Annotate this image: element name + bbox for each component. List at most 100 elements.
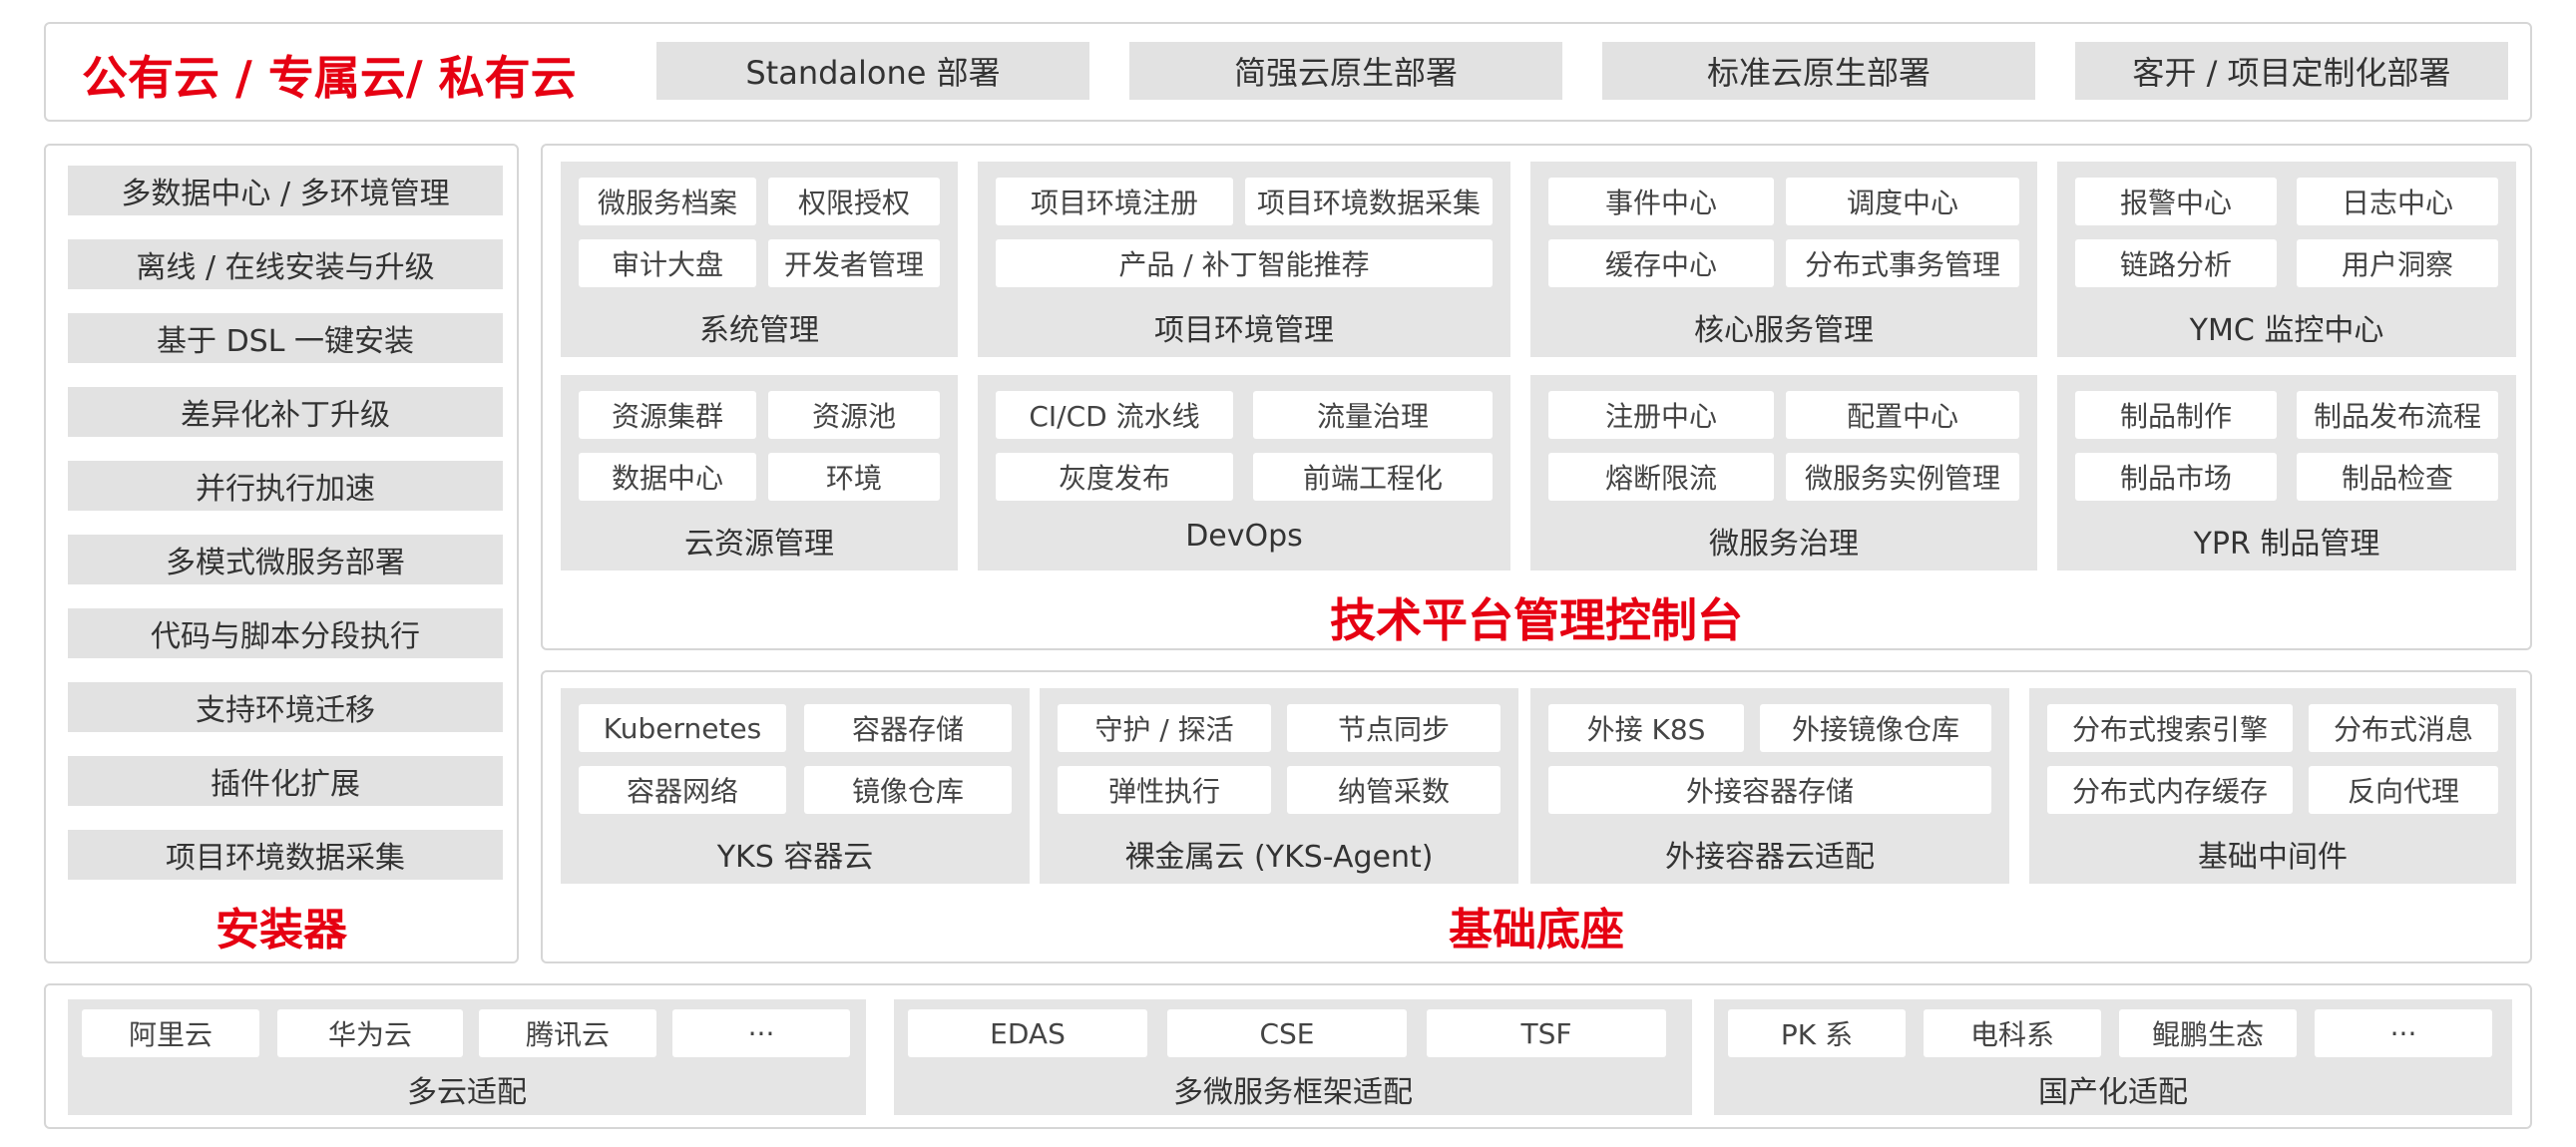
group-label: 云资源管理 [684,527,834,562]
chip: 项目环境注册 [996,178,1233,225]
group-cloud-resource-management: 资源集群 资源池 数据中心 环境 云资源管理 [561,375,958,571]
chip: 产品 / 补丁智能推荐 [996,239,1493,287]
group-label: 微服务治理 [1709,527,1859,562]
deploy-simple-cloud-native: 简强云原生部署 [1129,42,1562,100]
group-label: 多云适配 [407,1075,527,1110]
chip: CI/CD 流水线 [996,391,1233,439]
chip: 分布式事务管理 [1786,239,2019,287]
chip: 审计大盘 [579,239,756,287]
installer-item: 离线 / 在线安装与升级 [68,239,503,289]
chip: 微服务档案 [579,178,756,225]
chip: 外接镜像仓库 [1760,704,1991,752]
chip: 环境 [768,453,940,501]
base-title: 基础底座 [1449,905,1624,956]
group-label: 裸金属云 (YKS-Agent) [1124,840,1434,875]
deploy-standalone: Standalone 部署 [656,42,1089,100]
group-core-service-management: 事件中心 调度中心 缓存中心 分布式事务管理 核心服务管理 [1530,162,2037,357]
installer-item: 差异化补丁升级 [68,387,503,437]
group-microservice-governance: 注册中心 配置中心 熔断限流 微服务实例管理 微服务治理 [1530,375,2037,571]
console-title: 技术平台管理控制台 [1330,593,1743,647]
group-label: 多微服务框架适配 [1173,1075,1413,1110]
chip: 反向代理 [2309,766,2498,814]
chip: Kubernetes [579,704,786,752]
group-label: YPR 制品管理 [2193,527,2380,562]
chip: 分布式搜索引擎 [2047,704,2293,752]
group-ypr-artifact-management: 制品制作 制品发布流程 制品市场 制品检查 YPR 制品管理 [2057,375,2516,571]
group-microservice-framework-adapt: EDAS CSE TSF 多微服务框架适配 [894,999,1692,1115]
chip: ··· [2315,1009,2492,1057]
chip: 事件中心 [1548,178,1774,225]
installer-item: 多数据中心 / 多环境管理 [68,166,503,215]
deploy-custom: 客开 / 项目定制化部署 [2075,42,2508,100]
installer-item: 项目环境数据采集 [68,830,503,880]
installer-item: 多模式微服务部署 [68,535,503,584]
chip: PK 系 [1728,1009,1906,1057]
chip: 腾讯云 [479,1009,656,1057]
chip: 容器存储 [804,704,1012,752]
chip: 链路分析 [2075,239,2277,287]
installer-panel: 多数据中心 / 多环境管理 离线 / 在线安装与升级 基于 DSL 一键安装 差… [44,144,519,963]
installer-title: 安装器 [215,905,347,956]
group-yks-container-cloud: Kubernetes 容器存储 容器网络 镜像仓库 YKS 容器云 [561,688,1030,884]
chip: 开发者管理 [768,239,940,287]
header-panel: 公有云 / 专属云/ 私有云 Standalone 部署 简强云原生部署 标准云… [44,22,2532,122]
chip: 节点同步 [1287,704,1501,752]
chip: 分布式消息 [2309,704,2498,752]
base-panel: Kubernetes 容器存储 容器网络 镜像仓库 YKS 容器云 守护 / 探… [541,670,2532,963]
chip: 制品制作 [2075,391,2277,439]
group-label: 项目环境管理 [1154,313,1334,348]
chip: 调度中心 [1786,178,2019,225]
chip: 弹性执行 [1058,766,1271,814]
group-label: DevOps [1185,519,1303,554]
chip: 容器网络 [579,766,786,814]
installer-item: 插件化扩展 [68,756,503,806]
chip: 日志中心 [2297,178,2498,225]
console-panel: 微服务档案 权限授权 审计大盘 开发者管理 系统管理 项目环境注册 项目环境数据… [541,144,2532,650]
chip: 配置中心 [1786,391,2019,439]
chip: 前端工程化 [1253,453,1493,501]
chip: 守护 / 探活 [1058,704,1271,752]
group-label: 国产化适配 [2038,1075,2188,1110]
chip: 制品检查 [2297,453,2498,501]
chip: 外接 K8S [1548,704,1744,752]
group-system-management: 微服务档案 权限授权 审计大盘 开发者管理 系统管理 [561,162,958,357]
group-multi-cloud-adapt: 阿里云 华为云 腾讯云 ··· 多云适配 [68,999,866,1115]
installer-item: 代码与脚本分段执行 [68,608,503,658]
chip: 数据中心 [579,453,756,501]
adapt-panel: 阿里云 华为云 腾讯云 ··· 多云适配 EDAS CSE TSF 多微服务框架… [44,983,2532,1129]
installer-item: 支持环境迁移 [68,682,503,732]
group-label: 系统管理 [699,313,819,348]
chip: 镜像仓库 [804,766,1012,814]
chip: 项目环境数据采集 [1245,178,1493,225]
chip: 缓存中心 [1548,239,1774,287]
header-title: 公有云 / 专属云/ 私有云 [82,51,577,105]
chip: 外接容器存储 [1548,766,1991,814]
chip: CSE [1167,1009,1407,1057]
chip: 鲲鹏生态 [2119,1009,2297,1057]
group-base-middleware: 分布式搜索引擎 分布式消息 分布式内存缓存 反向代理 基础中间件 [2029,688,2516,884]
group-label: 基础中间件 [2198,840,2348,875]
chip: 阿里云 [82,1009,259,1057]
group-bare-metal-cloud: 守护 / 探活 节点同步 弹性执行 纳管采数 裸金属云 (YKS-Agent) [1040,688,1518,884]
chip: EDAS [908,1009,1147,1057]
chip: 分布式内存缓存 [2047,766,2293,814]
chip: 纳管采数 [1287,766,1501,814]
installer-item: 并行执行加速 [68,461,503,511]
chip: 制品市场 [2075,453,2277,501]
chip: 华为云 [277,1009,463,1057]
chip: 灰度发布 [996,453,1233,501]
group-external-container-adapt: 外接 K8S 外接镜像仓库 外接容器存储 外接容器云适配 [1530,688,2009,884]
chip: 流量治理 [1253,391,1493,439]
chip: 资源集群 [579,391,756,439]
group-project-env-management: 项目环境注册 项目环境数据采集 产品 / 补丁智能推荐 项目环境管理 [978,162,1510,357]
group-localization-adapt: PK 系 电科系 鲲鹏生态 ··· 国产化适配 [1714,999,2512,1115]
chip: 熔断限流 [1548,453,1774,501]
installer-item: 基于 DSL 一键安装 [68,313,503,363]
chip: ··· [672,1009,850,1057]
chip: 资源池 [768,391,940,439]
group-label: YKS 容器云 [716,840,874,875]
chip: 报警中心 [2075,178,2277,225]
group-ymc-monitoring: 报警中心 日志中心 链路分析 用户洞察 YMC 监控中心 [2057,162,2516,357]
chip: TSF [1427,1009,1666,1057]
chip: 注册中心 [1548,391,1774,439]
